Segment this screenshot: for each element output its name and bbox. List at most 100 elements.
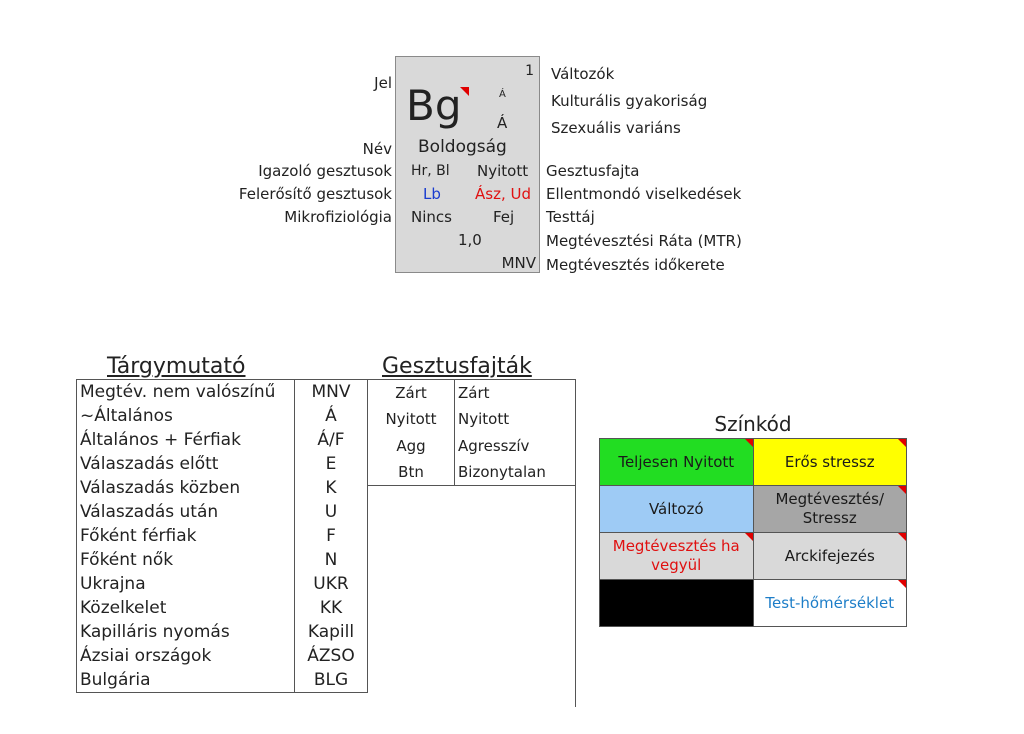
- table-row: ~Általános Á: [77, 404, 368, 428]
- gesztus-full: Bizonytalan: [454, 458, 576, 486]
- targymutato-label: Ázsiai országok: [80, 646, 212, 666]
- targymutato-code: UKR: [294, 572, 368, 596]
- corner-marker-icon: [898, 580, 906, 588]
- corner-marker-icon: [744, 533, 753, 541]
- targymutato-code: N: [294, 548, 368, 572]
- targymutato-code: MNV: [294, 379, 368, 404]
- label-valtozok: Változók: [551, 65, 615, 83]
- targymutato-code: KK: [294, 596, 368, 620]
- color-code-label: Erős stressz: [784, 452, 875, 471]
- color-code-cell: Arckifejezés: [752, 532, 907, 580]
- color-code-cell: Test-hőmérséklet: [752, 579, 907, 627]
- color-code-label: Megtévesztés/ Stressz: [775, 490, 885, 527]
- card-gesture-type: Nyitott: [477, 162, 529, 180]
- targymutato-code: Á/F: [294, 428, 368, 452]
- targymutato-code: BLG: [294, 668, 368, 693]
- table-row: Btn Bizonytalan: [368, 458, 576, 486]
- table-row: Változó Megtévesztés/ Stressz: [599, 485, 907, 533]
- targymutato-code: K: [294, 476, 368, 500]
- corner-marker-icon: [898, 439, 906, 447]
- corner-marker-icon: [898, 533, 906, 541]
- gesztus-abbr: Nyitott: [385, 410, 437, 429]
- card-timeframe: MNV: [501, 254, 536, 272]
- targymutato-label: Megtév. nem valószínű: [80, 382, 276, 402]
- label-szexualis: Szexuális variáns: [551, 119, 681, 137]
- card-microphysiology: Nincs: [411, 208, 452, 226]
- card-letter-large: Á: [497, 114, 508, 132]
- label-idokeret: Megtévesztés időkerete: [546, 256, 725, 274]
- color-code-label: Változó: [648, 499, 704, 518]
- color-code-label: Arckifejezés: [784, 546, 875, 565]
- gesztusfajtak-title: Gesztusfajták: [382, 354, 532, 379]
- table-row: Ázsiai országok ÁZSO: [77, 644, 368, 668]
- table-row: Megtév. nem valószínű MNV: [77, 379, 368, 404]
- table-row: Nyitott Nyitott: [368, 406, 576, 433]
- targymutato-label: Közelkelet: [80, 598, 167, 618]
- color-code-cell: Erős stressz: [752, 438, 907, 486]
- card-amplifying: Lb: [423, 185, 441, 203]
- gesztusfajtak-empty-area: [368, 486, 576, 707]
- targymutato-code: Á: [294, 404, 368, 428]
- color-code-label: Teljesen Nyitott: [618, 452, 735, 471]
- color-code-label: Test-hőmérséklet: [765, 593, 895, 612]
- targymutato-label: Főként férfiak: [80, 526, 197, 546]
- targymutato-code: ÁZSO: [294, 644, 368, 668]
- table-row: Főként férfiak F: [77, 524, 368, 548]
- gesztus-abbr: Zárt: [395, 384, 427, 403]
- szinkod-title: Színkód: [714, 412, 792, 436]
- label-felerosito: Felerősítő gesztusok: [238, 185, 392, 203]
- table-row: Közelkelet KK: [77, 596, 368, 620]
- card-symbol: Bg: [406, 81, 462, 130]
- gesztus-full: Agresszív: [454, 432, 576, 459]
- label-igazolo: Igazoló gesztusok: [258, 162, 392, 180]
- card-letter-small: Á: [499, 89, 506, 100]
- targymutato-label: Főként nők: [80, 550, 174, 570]
- color-code-cell: Teljesen Nyitott: [599, 438, 754, 486]
- table-row: Test-hőmérséklet: [599, 579, 907, 627]
- table-row: Megtévesztés ha vegyül Arckifejezés: [599, 532, 907, 580]
- card-confirming: Hr, Bl: [411, 163, 450, 179]
- label-kulturalis: Kulturális gyakoriság: [551, 92, 708, 110]
- color-code-cell: [599, 579, 754, 627]
- targymutato-label: Válaszadás után: [80, 502, 219, 522]
- targymutato-code: Kapill: [294, 620, 368, 644]
- table-row: Zárt Zárt: [368, 379, 576, 407]
- card-name: Boldogság: [418, 137, 507, 157]
- color-code-label: Megtévesztés ha vegyül: [612, 537, 740, 574]
- table-row: Agg Agresszív: [368, 432, 576, 459]
- color-code-cell: Megtévesztés/ Stressz: [752, 485, 907, 533]
- card-marker-icon: [460, 87, 469, 96]
- label-jel: Jel: [374, 74, 392, 92]
- table-row: Teljesen Nyitott Erős stressz: [599, 438, 907, 486]
- label-testtaj: Testtáj: [546, 208, 595, 226]
- targymutato-label: Bulgária: [80, 670, 151, 690]
- table-row: Általános + Férfiak Á/F: [77, 428, 368, 452]
- card-number: 1: [525, 63, 534, 79]
- color-code-cell: Megtévesztés ha vegyül: [599, 532, 754, 580]
- table-row: Bulgária BLG: [77, 668, 368, 693]
- color-code-cell: Változó: [599, 485, 754, 533]
- corner-marker-icon: [744, 439, 753, 447]
- targymutato-label: Általános + Férfiak: [80, 430, 241, 450]
- label-mikro: Mikrofiziológia: [284, 208, 392, 226]
- targymutato-label: Válaszadás közben: [80, 478, 241, 498]
- gesztus-full: Zárt: [454, 379, 576, 407]
- element-card: 1 Bg Á Á Boldogság Hr, Bl Nyitott Lb Ász…: [395, 56, 540, 273]
- label-ellentmondo: Ellentmondó viselkedések: [546, 185, 742, 203]
- targymutato-code: F: [294, 524, 368, 548]
- gesztus-full: Nyitott: [454, 406, 576, 433]
- label-gesztusfajta: Gesztusfajta: [546, 162, 640, 180]
- card-contradicting: Ász, Ud: [475, 185, 531, 203]
- targymutato-label: Válaszadás előtt: [80, 454, 219, 474]
- table-row: Főként nők N: [77, 548, 368, 572]
- gesztus-abbr: Btn: [398, 462, 424, 481]
- targymutato-label: ~Általános: [80, 406, 173, 426]
- gesztus-abbr: Agg: [396, 436, 426, 455]
